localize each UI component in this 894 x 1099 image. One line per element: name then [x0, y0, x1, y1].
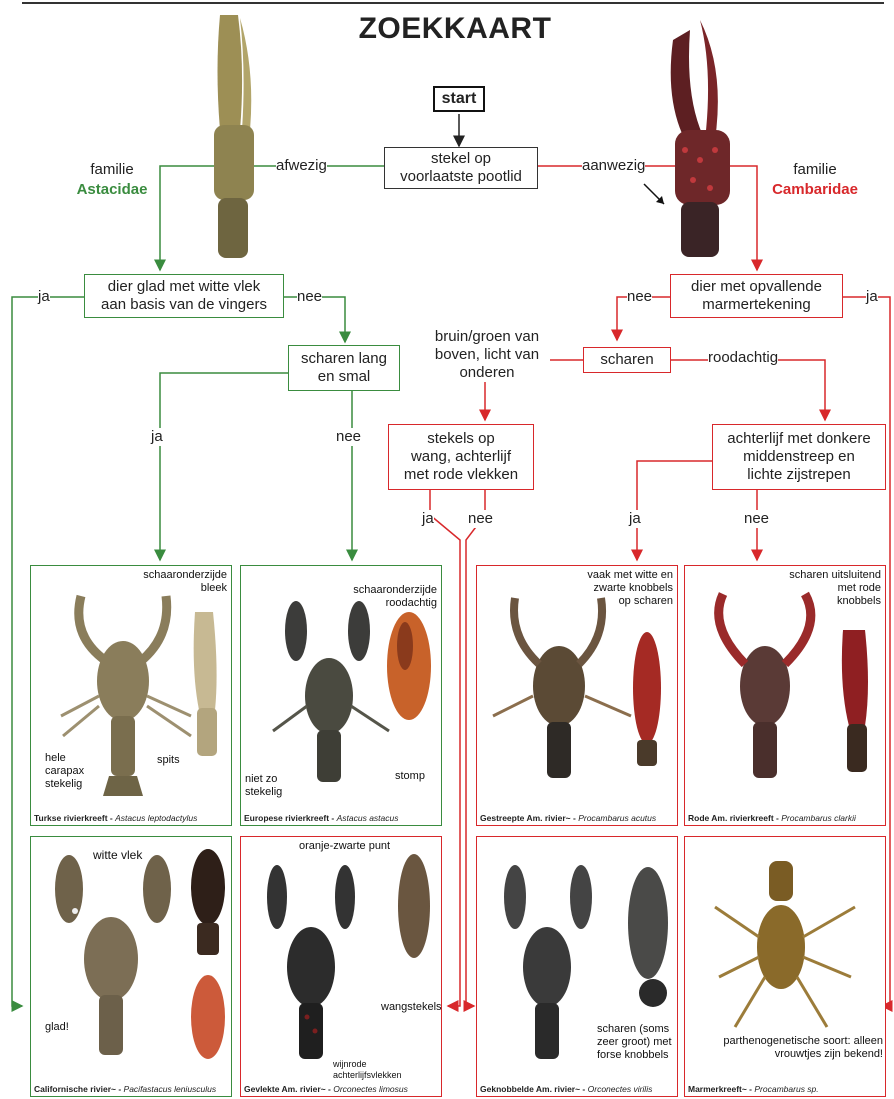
label-marmer-nee: nee: [627, 288, 652, 306]
callout-spits: spits: [157, 754, 180, 767]
species-caption: Marmerkreeft~ - Procambarus sp.: [688, 1084, 819, 1094]
node-scharen: scharen: [583, 347, 671, 373]
astacidae-claw-image: [200, 10, 270, 260]
label-lang-nee: nee: [336, 428, 361, 446]
crayfish-image: [705, 847, 865, 1047]
callout-wijnrode: wijnrode achterlijfsvlekken: [333, 1059, 413, 1081]
cambaridae-claw-image: [655, 10, 745, 260]
node-stekel-line1: stekel op: [431, 150, 491, 167]
label-achterlijf-nee: nee: [744, 510, 769, 528]
claw-pointer-arrow: [640, 180, 670, 210]
label-glad-ja: ja: [38, 288, 50, 306]
edge-achterlijf-ja: [637, 461, 715, 560]
claw-image: [623, 863, 673, 1013]
species-caption: Californische rivier~ - Pacifastacus len…: [34, 1084, 216, 1094]
species-caption: Turkse rivierkreeft - Astacus leptodacty…: [34, 813, 197, 823]
family-cambaridae-name: Cambaridae: [755, 180, 875, 200]
callout-stekelig: niet zo stekelig: [245, 773, 293, 799]
crayfish-image: [487, 586, 637, 796]
family-astacidae: familie Astacidae: [62, 160, 162, 200]
label-roodachtig: roodachtig: [708, 349, 778, 367]
species-caption: Rode Am. rivierkreeft - Procambarus clar…: [688, 813, 856, 823]
label-afwezig: afwezig: [276, 157, 327, 175]
start-node: start: [433, 86, 485, 112]
species-note: oranje-zwarte punt: [299, 840, 390, 853]
species-caption: Gestreepte Am. rivier~ - Procambarus acu…: [480, 813, 656, 823]
label-glad-nee: nee: [297, 288, 322, 306]
claw-image: [189, 610, 225, 760]
claw-image: [837, 626, 877, 776]
edge-lang-ja: [160, 373, 288, 560]
family-cambaridae: familie Cambaridae: [755, 160, 875, 200]
crayfish-image: [261, 596, 401, 801]
claw-image: [391, 851, 437, 961]
label-achterlijf-ja: ja: [629, 510, 641, 528]
claw-images: [187, 847, 229, 1077]
species-caption: Gevlekte Am. rivier~ - Orconectes limosu…: [244, 1084, 408, 1094]
node-stekel-line2: voorlaatste pootlid: [400, 168, 522, 185]
label-aanwezig: aanwezig: [582, 157, 645, 175]
species-panel-gevlekte: oranje-zwarte punt wangstekels wijnrode …: [240, 836, 442, 1097]
label-wang-ja: ja: [422, 510, 434, 528]
callout-carapax: hele carapax stekelig: [45, 752, 95, 791]
claw-image: [383, 606, 435, 726]
species-caption: Europese rivierkreeft - Astacus astacus: [244, 813, 399, 823]
callout-stomp: stomp: [395, 770, 425, 783]
callout-witte-vlek: witte vlek: [93, 849, 142, 862]
edge-afwezig: [160, 166, 384, 270]
species-caption: Geknobbelde Am. rivier~ - Orconectes vir…: [480, 1084, 652, 1094]
species-panel-californische: witte vlek glad! Californische rivier~ -…: [30, 836, 232, 1097]
label-lang-ja: ja: [151, 428, 163, 446]
crayfish-image: [693, 586, 843, 796]
family-astacidae-name: Astacidae: [62, 180, 162, 200]
edge-roodachtig: [671, 360, 825, 420]
callout-glad: glad!: [45, 1021, 69, 1034]
label-marmer-ja: ja: [866, 288, 878, 306]
claw-image: [627, 628, 669, 768]
label-wang-nee: nee: [468, 510, 493, 528]
crayfish-image: [249, 857, 389, 1067]
crayfish-image: [39, 849, 189, 1069]
callout-wangstekels: wangstekels: [381, 1001, 442, 1014]
